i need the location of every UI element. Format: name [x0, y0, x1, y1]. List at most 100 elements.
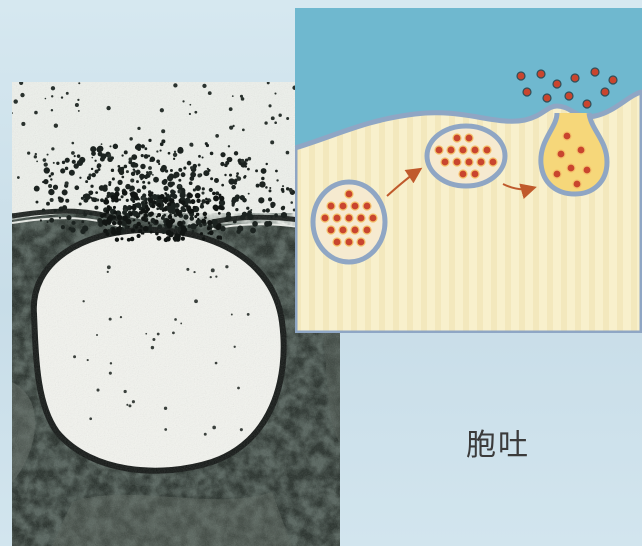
- cargo-dot: [465, 134, 473, 142]
- granule: [174, 203, 179, 208]
- granule: [144, 176, 147, 179]
- granule: [178, 168, 182, 172]
- granule: [192, 173, 194, 175]
- granule: [207, 168, 209, 170]
- speck: [82, 300, 84, 302]
- granule: [78, 110, 80, 112]
- granule: [72, 160, 76, 164]
- granule: [50, 198, 54, 202]
- granule: [149, 224, 152, 227]
- granule: [274, 121, 277, 124]
- cargo-dot: [471, 170, 479, 178]
- cargo-dot: [363, 202, 371, 210]
- speck: [151, 346, 154, 349]
- granule: [180, 225, 186, 231]
- granule: [94, 206, 98, 210]
- granule: [207, 232, 209, 234]
- granule: [88, 173, 91, 176]
- cargo-dot: [577, 146, 585, 154]
- granule: [181, 237, 185, 241]
- granule: [105, 197, 108, 200]
- released-cargo-dot: [591, 68, 599, 76]
- granule: [159, 149, 161, 151]
- granule: [162, 180, 167, 185]
- granule: [173, 83, 177, 87]
- granule: [130, 161, 133, 164]
- speck: [96, 334, 98, 336]
- granule: [98, 168, 101, 171]
- granule: [102, 219, 108, 225]
- granule: [156, 160, 160, 164]
- granule: [221, 184, 224, 187]
- cargo-dot: [563, 132, 571, 140]
- granule: [34, 111, 38, 115]
- granule: [236, 175, 239, 178]
- granule: [140, 225, 142, 227]
- granule: [189, 181, 193, 185]
- granule: [137, 147, 141, 151]
- granule: [68, 227, 71, 230]
- speck: [225, 265, 228, 268]
- granule: [124, 150, 128, 154]
- granule: [168, 173, 174, 179]
- granule: [242, 198, 247, 203]
- granule: [177, 184, 181, 188]
- granule: [91, 197, 96, 202]
- granule: [120, 237, 123, 240]
- granule: [180, 230, 186, 236]
- granule: [125, 219, 128, 222]
- granule: [265, 186, 268, 189]
- granule: [56, 162, 59, 165]
- granule: [143, 226, 149, 232]
- granule: [54, 124, 58, 128]
- granule: [77, 99, 79, 101]
- granule: [145, 201, 148, 204]
- granule: [71, 221, 75, 225]
- granule: [158, 163, 160, 165]
- granule: [228, 145, 230, 147]
- granule: [136, 173, 138, 175]
- granule: [189, 216, 194, 221]
- granule: [148, 166, 152, 170]
- granule: [107, 192, 111, 196]
- granule: [231, 185, 236, 190]
- speck: [172, 331, 175, 334]
- granule: [271, 116, 275, 120]
- granule: [168, 152, 171, 155]
- granule: [101, 143, 103, 145]
- granule: [224, 164, 228, 168]
- granule: [51, 147, 54, 150]
- speck: [186, 268, 189, 271]
- granule: [173, 158, 175, 160]
- granule: [242, 128, 245, 131]
- granule: [189, 143, 193, 147]
- granule: [188, 224, 192, 228]
- cargo-dot: [447, 146, 455, 154]
- granule: [36, 160, 38, 162]
- granule: [286, 151, 290, 155]
- granule: [205, 198, 208, 201]
- granule: [34, 155, 37, 158]
- granule: [77, 154, 81, 158]
- cargo-dot: [339, 226, 347, 234]
- granule: [141, 154, 144, 157]
- granule: [95, 191, 98, 194]
- cargo-dot: [357, 214, 365, 222]
- granule: [174, 226, 177, 229]
- granule: [107, 218, 110, 221]
- granule: [85, 180, 88, 183]
- granule: [148, 222, 150, 224]
- granule: [213, 195, 219, 201]
- granule: [190, 199, 195, 204]
- granule: [106, 106, 110, 110]
- granule: [132, 200, 135, 203]
- granule: [59, 206, 64, 211]
- granule: [250, 209, 252, 211]
- granule: [80, 229, 85, 234]
- granule: [233, 220, 237, 224]
- granule: [117, 215, 122, 220]
- granule: [173, 153, 177, 157]
- speck: [145, 333, 147, 335]
- granule: [168, 232, 174, 238]
